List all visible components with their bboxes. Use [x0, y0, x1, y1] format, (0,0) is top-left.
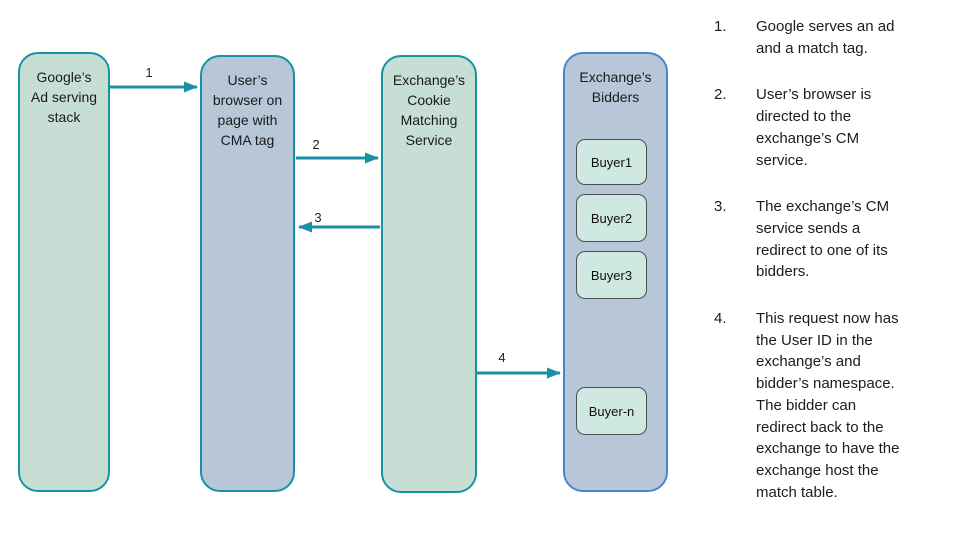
node-title-google: Google’s Ad serving stack: [30, 69, 98, 125]
steps-list: 1. Google serves an ad and a match tag. …: [714, 16, 956, 528]
node-users-browser: User’s browser on page with CMA tag: [200, 55, 295, 492]
step-text: The exchange’s CM service sends a redire…: [756, 198, 890, 281]
buyer-1-box: Buyer1: [576, 139, 647, 185]
node-title-cms: Exchange’s Cookie Matching Service: [392, 72, 466, 148]
step-text: Google serves an ad and a match tag.: [756, 18, 895, 57]
step-text: User’s browser is directed to the exchan…: [756, 86, 872, 169]
buyer-n-box: Buyer-n: [576, 387, 647, 435]
arrow-label-1: 1: [145, 65, 153, 80]
step-item-4: 4. This request now has the User ID in t…: [714, 308, 956, 503]
arrow-label-2: 2: [312, 137, 320, 152]
step-number: 4.: [714, 310, 727, 328]
step-number: 3.: [714, 198, 727, 216]
node-exchange-bidders: Exchange’s Bidders Buyer1 Buyer2 Buyer3 …: [563, 52, 668, 492]
step-item-3: 3. The exchange’s CM service sends a red…: [714, 196, 956, 283]
buyer-3-box: Buyer3: [576, 251, 647, 299]
arrow-label-3: 3: [314, 210, 322, 225]
node-google-ad-serving-stack: Google’s Ad serving stack: [18, 52, 110, 492]
node-exchange-cookie-matching-service: Exchange’s Cookie Matching Service: [381, 55, 477, 493]
buyer-2-box: Buyer2: [576, 194, 647, 242]
node-title-bidders: Exchange’s Bidders: [579, 69, 652, 105]
step-number: 1.: [714, 18, 727, 35]
step-item-2: 2. User’s browser is directed to the exc…: [714, 84, 956, 171]
step-item-1: 1. Google serves an ad and a match tag.: [714, 16, 956, 59]
step-text: This request now has the User ID in the …: [756, 310, 900, 501]
step-number: 2.: [714, 86, 727, 104]
arrow-label-4: 4: [498, 350, 506, 365]
node-title-browser: User’s browser on page with CMA tag: [212, 72, 283, 148]
